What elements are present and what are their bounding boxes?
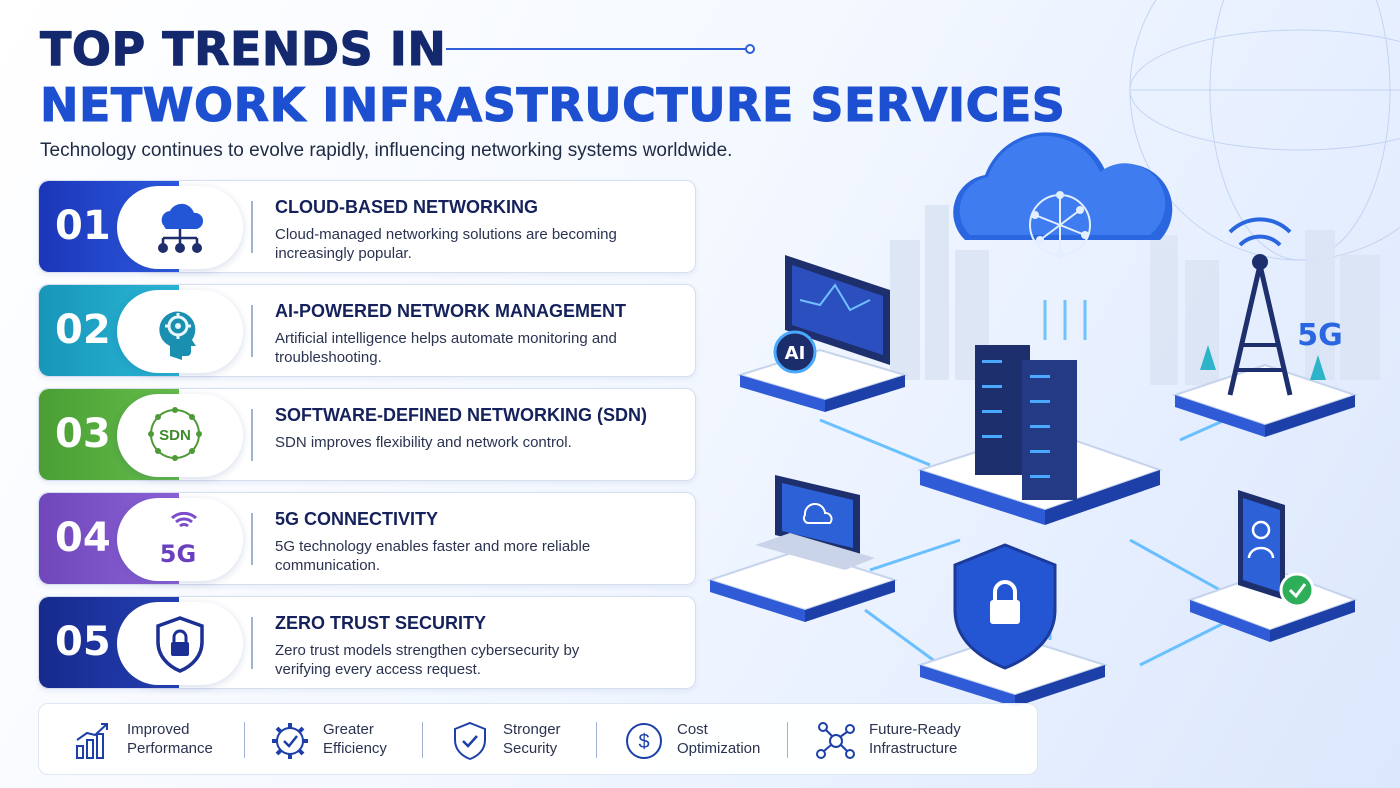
network-illustration: AI 5G — [706, 0, 1400, 707]
trend-card-zero-trust: 05 ZERO TRUST SECURITY Zero trust models… — [38, 596, 696, 689]
title-line-1: TOP TRENDS IN — [39, 22, 447, 77]
trend-description: 5G technology enables faster and more re… — [275, 538, 591, 574]
subtitle: Technology continues to evolve rapidly, … — [40, 140, 733, 161]
gear-check-icon — [272, 723, 308, 759]
trend-description: Cloud-managed networking solutions are b… — [275, 226, 617, 262]
ai-head-icon — [117, 290, 243, 373]
laptop-icon — [706, 475, 899, 622]
trend-card-cloud: 01 CLOUD-BASED NETWORKING Cloud-managed … — [38, 180, 696, 273]
5g-icon-label: 5G — [160, 540, 196, 568]
trend-title: CLOUD-BASED NETWORKING — [275, 197, 538, 217]
trend-divider — [251, 305, 253, 357]
network-nodes-icon — [816, 722, 855, 759]
globe-icon — [1129, 0, 1400, 261]
trend-list: 01 CLOUD-BASED NETWORKING Cloud-managed … — [38, 180, 696, 700]
ai-badge-label: AI — [785, 343, 806, 364]
benefit-label: Stronger Security — [503, 721, 561, 757]
trend-description: SDN improves flexibility and network con… — [275, 434, 572, 451]
shield-check-icon — [454, 721, 486, 761]
trend-number: 02 — [55, 307, 111, 353]
benefit-label: Future-Ready Infrastructure — [869, 721, 961, 757]
ai-monitor-icon: AI — [736, 255, 909, 412]
title-decoration-dot — [745, 44, 755, 54]
title-decoration-line — [446, 48, 748, 50]
trend-card-ai: 02 AI-POWERED NETWORK MANAGEMENT Artific… — [38, 284, 696, 377]
trend-divider — [251, 409, 253, 461]
shield-lock-icon — [117, 602, 243, 685]
trend-card-5g: 04 5G 5G CONNECTIVITY 5G technology enab… — [38, 492, 696, 585]
tablet-user-icon — [1187, 490, 1358, 642]
trend-number: 03 — [55, 411, 111, 457]
trend-card-sdn: 03 SDN SOFTWARE-DEFINED NETWORKING (SDN)… — [38, 388, 696, 481]
benefit-divider — [422, 722, 423, 758]
benefit-label: Improved Performance — [127, 721, 213, 757]
city-skyline — [890, 205, 1380, 385]
benefit-divider — [787, 722, 788, 758]
trend-title: 5G CONNECTIVITY — [275, 509, 439, 529]
trend-divider — [251, 201, 253, 253]
sdn-icon-label: SDN — [159, 427, 191, 444]
trend-title: ZERO TRUST SECURITY — [275, 613, 487, 633]
benefit-label: Cost Optimization — [677, 721, 761, 757]
bar-chart-icon — [76, 723, 108, 759]
svg-text:$: $ — [638, 731, 649, 753]
trend-title: AI-POWERED NETWORK MANAGEMENT — [275, 301, 626, 321]
trend-number: 04 — [55, 515, 111, 561]
connection-lines — [819, 398, 1271, 667]
cloud-network-icon — [117, 186, 243, 269]
trend-divider — [251, 513, 253, 565]
title-line-2: NETWORK INFRASTRUCTURE SERVICES — [39, 78, 1066, 133]
sdn-icon: SDN — [117, 394, 243, 477]
trend-description: Zero trust models strengthen cybersecuri… — [275, 642, 580, 678]
benefits-bar: Improved Performance Greater Efficiency … — [38, 703, 1038, 775]
5g-tower-icon: 5G — [1171, 217, 1359, 437]
shield-lock-icon — [916, 543, 1109, 707]
trend-description: Artificial intelligence helps automate m… — [275, 330, 617, 366]
5g-signal-icon: 5G — [117, 498, 243, 581]
trend-number: 01 — [55, 203, 111, 249]
trend-title: SOFTWARE-DEFINED NETWORKING (SDN) — [275, 405, 647, 425]
benefit-divider — [244, 722, 245, 758]
server-rack-icon — [916, 345, 1164, 525]
trend-number: 05 — [55, 619, 111, 665]
tower-5g-label: 5G — [1297, 318, 1343, 353]
trend-divider — [251, 617, 253, 669]
benefit-label: Greater Efficiency — [323, 721, 387, 757]
benefit-divider — [596, 722, 597, 758]
dollar-icon: $ — [626, 723, 662, 759]
cloud-network-icon — [953, 132, 1173, 259]
